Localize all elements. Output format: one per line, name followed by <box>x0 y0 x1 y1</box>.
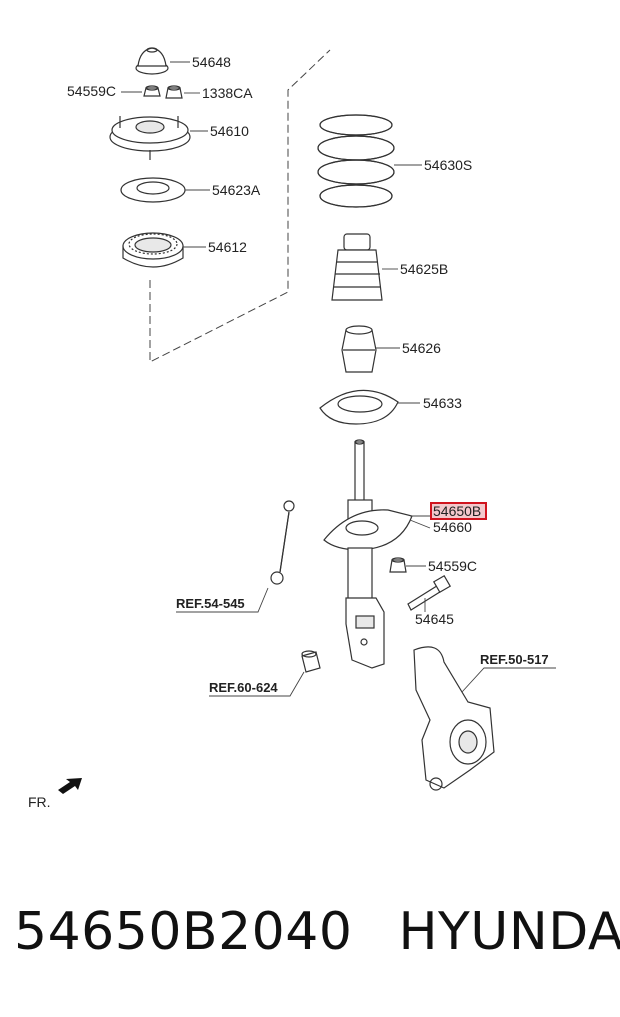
label-54650b[interactable]: 54650B <box>433 503 481 519</box>
label-54612: 54612 <box>208 239 247 255</box>
label-54633: 54633 <box>423 395 462 411</box>
part-knuckle <box>413 646 495 791</box>
ref-54-545[interactable]: REF.54-545 <box>176 596 245 611</box>
label-54626: 54626 <box>402 340 441 356</box>
part-54630s-spring <box>317 114 395 208</box>
part-54650b-strut <box>323 439 413 669</box>
ref-50-517[interactable]: REF.50-517 <box>480 652 549 667</box>
parts-diagram: 54648 54559C 1338CA 54610 54623A 54612 <box>28 47 556 810</box>
part-54626-bumper <box>341 325 377 373</box>
part-54610-mount <box>109 116 191 160</box>
part-54612-bearing <box>122 232 184 268</box>
highlight-54650b <box>430 502 487 520</box>
part-54559c-nut <box>143 85 161 97</box>
part-54633-pad <box>319 389 399 425</box>
label-54559c-mid: 54559C <box>428 558 477 574</box>
part-54625b-boot <box>331 233 383 301</box>
label-54630s: 54630S <box>424 157 472 173</box>
caption: 54650B2040 HYUNDAI <box>14 902 620 982</box>
assembly-outline <box>149 49 331 363</box>
label-54625b: 54625B <box>400 261 448 277</box>
label-1338ca: 1338CA <box>202 85 253 101</box>
caption-part-number: 54650B2040 <box>14 902 353 962</box>
part-stabilizer-link <box>270 500 295 585</box>
caption-brand: HYUNDAI <box>398 902 620 962</box>
part-bushing <box>301 650 321 673</box>
part-1338ca-nut <box>165 85 183 99</box>
ref-60-624[interactable]: REF.60-624 <box>209 680 278 695</box>
part-54645-bolt <box>407 574 452 611</box>
label-54610: 54610 <box>210 123 249 139</box>
label-54559c-top: 54559C <box>67 83 116 99</box>
label-54660: 54660 <box>433 519 472 535</box>
part-54623a-plate <box>120 177 186 203</box>
arrow-icon <box>58 778 82 794</box>
label-54645: 54645 <box>415 611 454 627</box>
label-54623a: 54623A <box>212 182 261 198</box>
label-fr: FR. <box>28 794 51 810</box>
label-54648: 54648 <box>192 54 231 70</box>
part-54559c-nut-mid <box>389 557 407 573</box>
part-54648-cap <box>135 47 169 75</box>
